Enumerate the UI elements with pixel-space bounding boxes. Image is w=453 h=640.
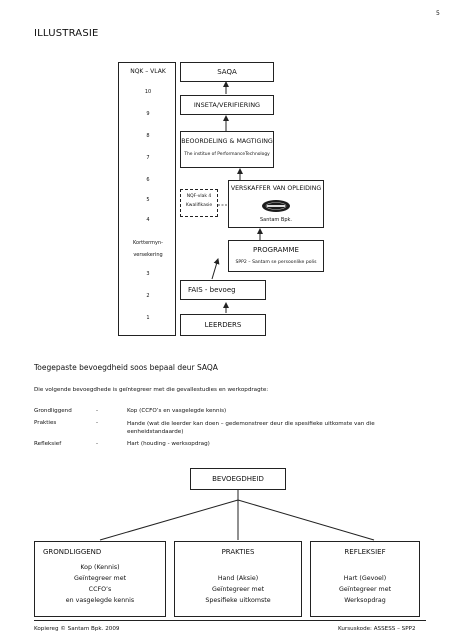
nqk-level: 2 <box>146 293 150 299</box>
programme-sub: SPP2 – Santam se persoonlike polis <box>235 260 317 265</box>
inseta-box: INSETA/VERIFIERING <box>180 95 274 115</box>
page-number: 5 <box>436 10 440 17</box>
leerders-box: LEERDERS <box>180 314 266 336</box>
nqk-level: 10 <box>144 89 152 95</box>
verskaffer-box: VERSKAFFER VAN OPLEIDING Santam Bpk. <box>228 180 324 228</box>
grondliggend-title: GRONDLIGGEND <box>43 548 102 556</box>
refleksief-line: Hart (Gevoel) <box>343 575 387 582</box>
nqk-level: 9 <box>146 111 150 117</box>
nqk-middle-label: Korttermyn- <box>133 240 163 246</box>
row-term: Prakties <box>34 420 57 426</box>
grondliggend-line: Geïntegreer met <box>73 575 127 582</box>
page-heading: ILLUSTRASIE <box>34 28 99 39</box>
verskaffer-sub: Santam Bpk. <box>260 217 292 223</box>
prakties-line: Hand (Aksie) <box>217 575 259 582</box>
bevoegdheid-label: BEVOEGDHEID <box>212 475 264 483</box>
nqk-level: 4 <box>146 217 150 223</box>
programme-box: PROGRAMME SPP2 – Santam se persoonlike p… <box>228 240 324 272</box>
footer-rule <box>34 620 426 621</box>
grondliggend-line: Kop (Kennis) <box>80 564 120 571</box>
inseta-label: INSETA/VERIFIERING <box>193 101 261 109</box>
nqf-note-line: NQF-vlak 4 <box>186 194 212 199</box>
fais-box: FAIS - bevoeg <box>180 280 266 300</box>
prakties-line: Spesifieke uitkomste <box>205 597 271 604</box>
grondliggend-line: en vasgelegde kennis <box>65 597 135 604</box>
footer-left: Kopiereg © Santam Bpk. 2009 <box>34 626 120 632</box>
beoordeling-box: BEOORDELING & MAGTIGING The institue of … <box>180 131 274 168</box>
refleksief-title: REFLEKSIEF <box>344 548 386 556</box>
beoordeling-sub: The institue of PerformanceTechnology <box>184 152 270 157</box>
saqa-box: SAQA <box>180 62 274 82</box>
nqk-level: 6 <box>146 177 150 183</box>
nqk-ladder-header: NQK – VLAK <box>130 68 166 75</box>
beoordeling-label: BEOORDELING & MAGTIGING <box>181 138 273 145</box>
refleksief-box: REFLEKSIEF Hart (Gevoel) Geïntegreer met… <box>310 541 420 617</box>
row-dash: - <box>96 408 99 414</box>
section-intro: Die volgende bevoegdhede is geïntegreer … <box>34 387 269 393</box>
row-dash: - <box>96 420 99 426</box>
row-desc: Kop (CCFO’s en vasgelegde kennis) <box>127 408 227 414</box>
arrow-fais-programme <box>211 258 220 280</box>
prakties-line: Geïntegreer met <box>211 586 265 593</box>
nqk-level: 8 <box>146 133 150 139</box>
nqk-middle-label: versekering <box>133 252 163 258</box>
grondliggend-box: GRONDLIGGEND Kop (Kennis) Geïntegreer me… <box>34 541 166 617</box>
row-desc: Hande (wat die leerder kan doen – gedemo… <box>127 421 375 435</box>
nqk-level: 1 <box>146 315 150 321</box>
grondliggend-line: CCFO’s <box>88 586 112 593</box>
refleksief-line: Werksopdrag <box>344 597 386 604</box>
prakties-title: PRAKTIES <box>221 548 255 556</box>
refleksief-line: Geïntegreer met <box>338 586 392 593</box>
row-term: Grondliggend <box>34 408 72 414</box>
saqa-label: SAQA <box>217 68 237 76</box>
fais-label: FAIS - bevoeg <box>188 286 236 294</box>
nqf-note: NQF-vlak 4 Kwalifikasie <box>180 189 218 217</box>
nqk-level: 3 <box>146 271 150 277</box>
section-heading: Toegepaste bevoegdheid soos bepaal deur … <box>34 363 218 372</box>
footer-right: Kursuskode: ASSESS – SPP2 <box>338 626 416 632</box>
row-term: Refleksief <box>34 441 62 447</box>
prakties-box: PRAKTIES Hand (Aksie) Geïntegreer met Sp… <box>174 541 302 617</box>
nqk-ladder: NQK – VLAK 10 9 8 7 6 5 4 Korttermyn- ve… <box>118 62 176 336</box>
nqk-level: 5 <box>146 197 150 203</box>
santam-logo-icon <box>262 200 290 212</box>
row-desc: Hart (houding - werksopdrag) <box>127 441 210 447</box>
verskaffer-label: VERSKAFFER VAN OPLEIDING <box>230 185 322 192</box>
nqk-level: 7 <box>146 155 150 161</box>
leerders-label: LEERDERS <box>204 321 242 329</box>
nqf-note-line: Kwalifikasie <box>185 203 213 208</box>
row-dash: - <box>96 441 99 447</box>
programme-label: PROGRAMME <box>253 246 299 254</box>
bevoegdheid-box: BEVOEGDHEID <box>190 468 286 490</box>
